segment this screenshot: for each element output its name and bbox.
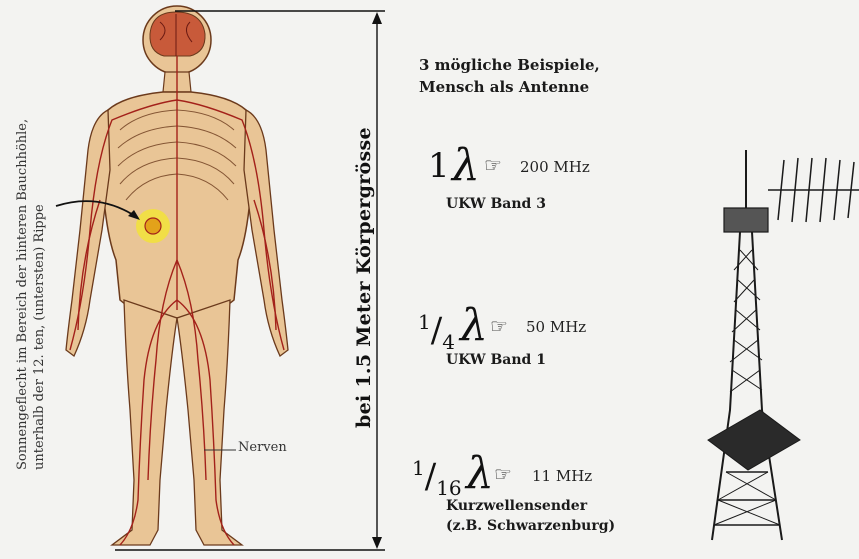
brain (150, 12, 205, 56)
band-label: UKW Band 3 (446, 194, 546, 214)
left-leg (112, 300, 177, 545)
height-label: bei 1.5 Meter Körpergrösse (353, 127, 375, 428)
caption-line-1: Sonnengeflecht im Bereich der hinteren B… (14, 119, 31, 470)
band-label: Kurzwellensender (z.B. Schwarzenburg) (446, 496, 615, 536)
band-label: UKW Band 1 (446, 350, 546, 370)
fraction: 1/16 (412, 456, 462, 500)
heading-line-2: Mensch als Antenne (419, 76, 600, 98)
examples-heading: 3 mögliche Beispiele, Mensch als Antenne (419, 54, 600, 98)
lambda-symbol: λ (466, 448, 494, 499)
band-label-line-1: Kurzwellensender (446, 496, 615, 516)
heading-line-1: 3 mögliche Beispiele, (419, 54, 600, 76)
lambda-symbol: λ (452, 140, 480, 191)
fraction: 1 (428, 146, 450, 186)
nerves-label: Nerven (238, 440, 287, 455)
pointing-hand-icon: ☞ (490, 314, 508, 338)
antenna-tower (708, 150, 859, 540)
lambda-symbol: λ (460, 300, 488, 351)
solar-plexus-caption: Sonnengeflecht im Bereich der hinteren B… (14, 119, 48, 470)
band-label-line-2: (z.B. Schwarzenburg) (446, 516, 615, 536)
caption-line-2: unterhalb der 12. ten, (untersten) Rippe (31, 119, 48, 470)
human-figure (66, 6, 288, 545)
frequency-label: 200 MHz (520, 158, 590, 176)
fraction: 1/4 (418, 310, 455, 354)
pointing-hand-icon: ☞ (484, 153, 502, 177)
pointing-hand-icon: ☞ (494, 462, 512, 486)
right-leg (177, 300, 242, 545)
frequency-label: 50 MHz (526, 318, 586, 336)
frequency-label: 11 MHz (532, 467, 592, 485)
